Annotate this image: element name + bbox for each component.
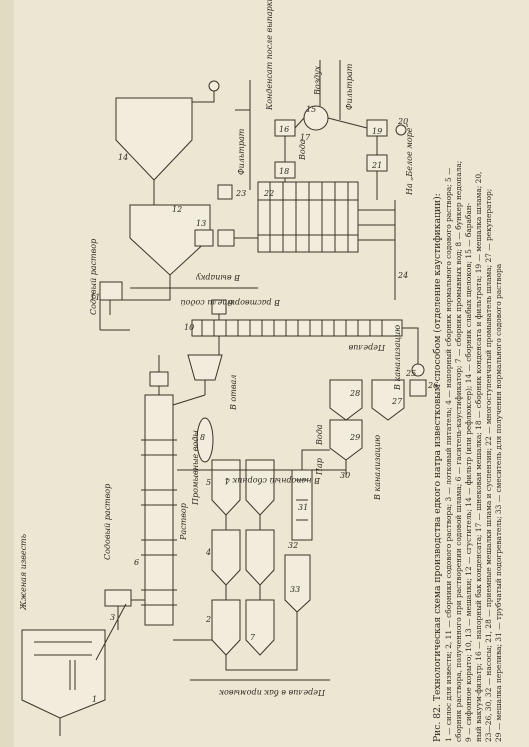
- label-overflow-tank: Перелив в бак промывок: [219, 688, 326, 697]
- label-soda-solution-1: Содовый раствор: [103, 484, 112, 560]
- label-steam: Пар: [315, 458, 324, 476]
- number-29: 29: [349, 433, 360, 442]
- label-to-pressure-tank: В напорный сборник 4: [225, 476, 321, 485]
- number-17: 17: [300, 133, 311, 142]
- number-18: 18: [279, 167, 289, 176]
- number-26: 26: [427, 381, 438, 390]
- number-3: 3: [110, 613, 115, 622]
- label-to-dump: В отвал: [229, 375, 238, 411]
- number-8: 8: [200, 433, 205, 442]
- number-15: 15: [306, 105, 316, 114]
- label-filtrate-1: Фильтрат: [237, 128, 246, 175]
- number-14: 14: [118, 153, 128, 162]
- label-to-dissolvers: В растворители содой: [180, 298, 281, 307]
- label-water-1: Вода: [315, 424, 324, 446]
- number-23: 23: [235, 189, 246, 198]
- bunker-and-siphon: [172, 299, 227, 463]
- number-13: 13: [196, 219, 206, 228]
- label-condensate: Конденсат после выпарки: [265, 0, 274, 111]
- number-24: 24: [397, 271, 408, 280]
- label-wash-water: Промывные воды: [191, 430, 200, 506]
- multistage-washer: [130, 181, 396, 300]
- figure-caption: Рис. 82. Технологическая схема производс…: [432, 161, 503, 742]
- label-air: Воздух: [313, 65, 322, 96]
- number-28: 28: [349, 389, 360, 398]
- number-30: 30: [340, 471, 350, 480]
- label-to-white-sea: На „Белое море“: [405, 123, 414, 196]
- filter-section: [235, 60, 407, 200]
- label-filtrate-2: Фильтрат: [345, 63, 354, 110]
- label-to-sewer-2: В канализацию: [393, 325, 402, 391]
- number-11: 11: [90, 293, 100, 302]
- caption-line-6: 29 — мешалка перелива; 31 — трубчатый по…: [494, 263, 503, 742]
- label-to-evaporation: В выпарку: [196, 273, 241, 282]
- caption-line-4: ный вакуум-фильтр; 16 — напорный бак кон…: [474, 172, 483, 742]
- number-9: 9: [228, 299, 233, 308]
- number-10: 10: [184, 323, 194, 332]
- thickener-section: [99, 80, 235, 331]
- number-20: 20: [397, 117, 408, 126]
- number-25: 25: [405, 369, 416, 378]
- label-overflow: Перелив: [348, 343, 386, 352]
- number-4: 4: [205, 548, 211, 557]
- number-19: 19: [372, 127, 382, 136]
- number-2: 2: [205, 615, 211, 624]
- number-27: 27: [391, 397, 403, 406]
- lotok-feeder: [95, 589, 132, 661]
- soda-tanks: [173, 459, 330, 681]
- number-1: 1: [92, 695, 97, 704]
- equipment-numbers: 1 2 3 4 5 6 7 8 9 10 11 12 13 14 15 16 1…: [90, 105, 438, 704]
- label-to-sewer-1: В канализацию: [373, 435, 382, 501]
- lime-silo: [21, 629, 106, 736]
- number-22: 22: [263, 189, 274, 198]
- number-7: 7: [250, 633, 256, 642]
- number-31: 31: [298, 503, 308, 512]
- number-16: 16: [279, 125, 289, 134]
- caption-line-5: 23—26, 30, 32 — насосы; 21, 28 — приемны…: [484, 189, 493, 742]
- number-33: 33: [290, 585, 300, 594]
- number-6: 6: [134, 558, 139, 567]
- number-5: 5: [206, 478, 211, 487]
- overflow-exchanger: [191, 319, 419, 364]
- causticizer-column: [131, 355, 177, 626]
- suspension-mixers: [177, 363, 427, 475]
- number-21: 21: [371, 161, 382, 170]
- label-water-2: Вода: [298, 139, 307, 161]
- caption-title: Рис. 82. Технологическая схема производс…: [432, 193, 443, 742]
- number-12: 12: [172, 205, 182, 214]
- caption-line-3: 9 — сифонное корыто; 10, 13 — мешалки; 1…: [464, 202, 473, 742]
- caption-line-2: сборник раствора, полученного при раство…: [454, 161, 463, 742]
- number-32: 32: [288, 541, 298, 550]
- label-soda-solution-2: Содовый раствор: [89, 239, 98, 315]
- flow-labels: Жженая известь Содовый раствор Раствор П…: [19, 0, 414, 697]
- label-solution: Раствор: [179, 503, 188, 541]
- caption-line-1: 1 — силос для извести; 2, 11 — сборники …: [444, 167, 453, 742]
- label-lime: Жженая известь: [19, 534, 28, 611]
